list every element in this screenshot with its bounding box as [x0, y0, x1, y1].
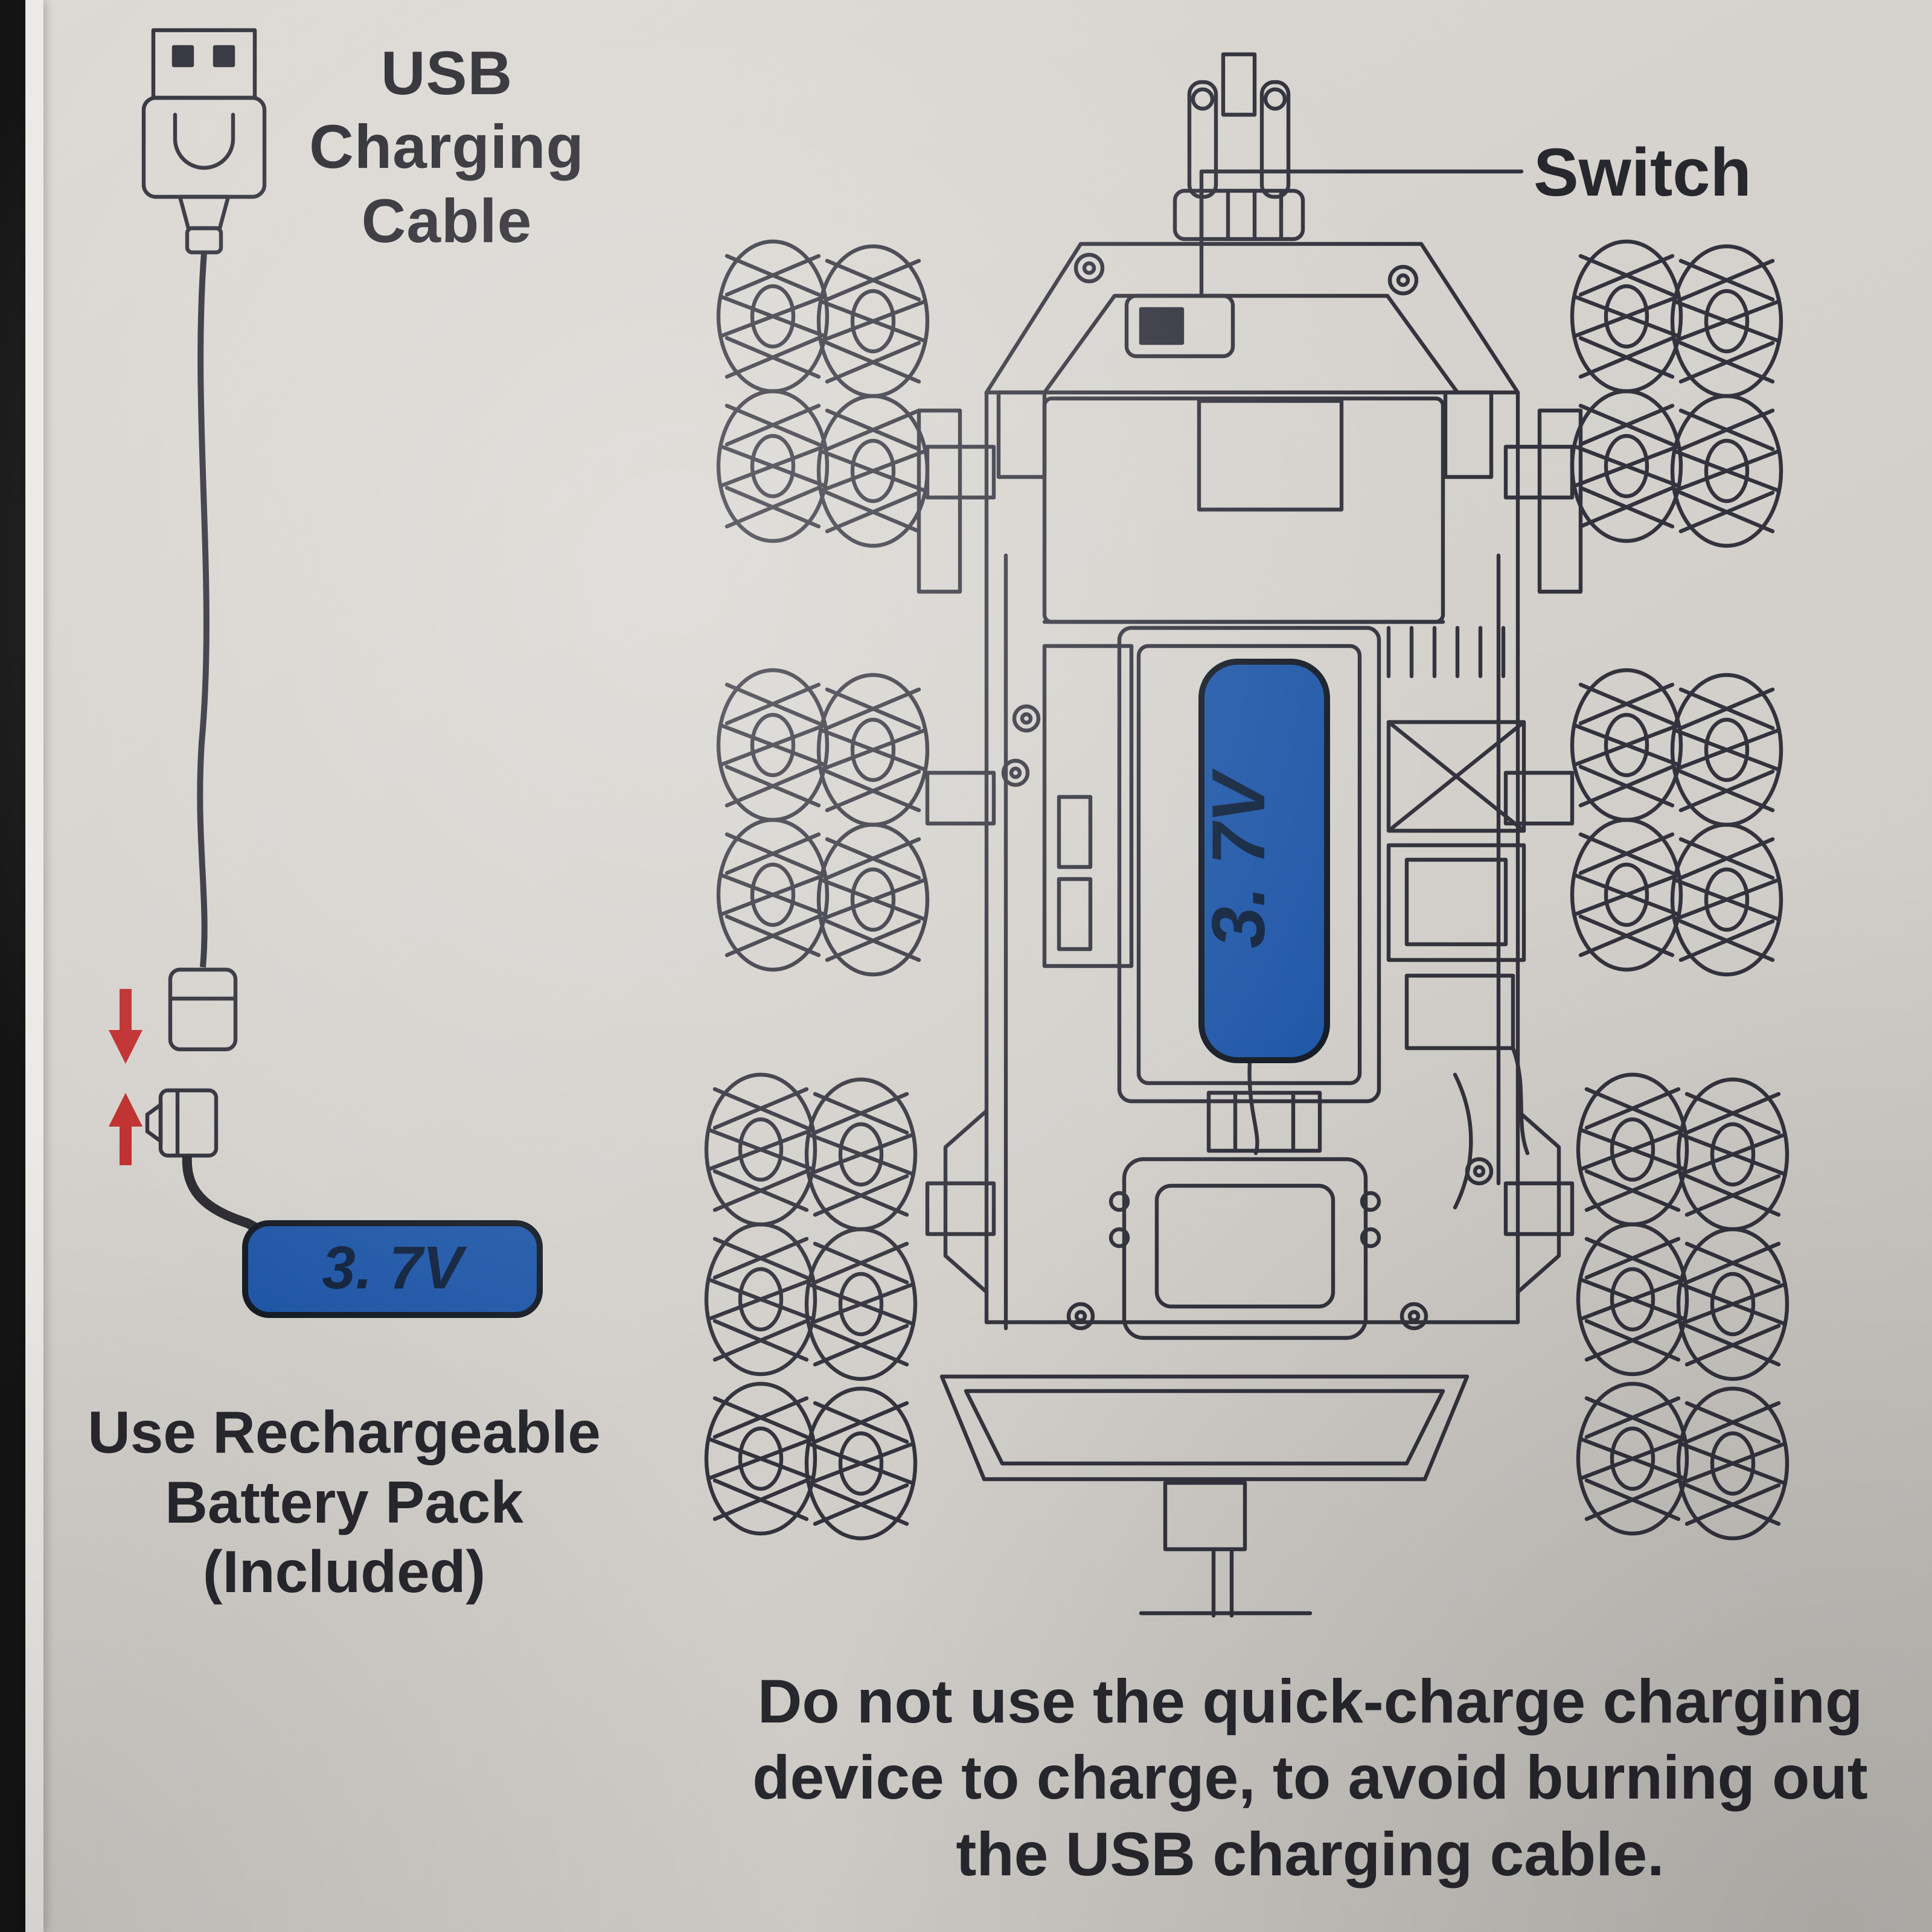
switch-component — [1124, 293, 1235, 359]
switch-leader-line — [1199, 169, 1524, 298]
battery-bay — [1117, 625, 1381, 1156]
car-line-art — [706, 52, 1787, 1618]
wheel-cluster-right-bottom — [1578, 1075, 1787, 1538]
car-battery: 3. 7V — [1197, 659, 1330, 1063]
warning-line3: the USB charging cable. — [956, 1819, 1665, 1889]
car-chassis — [943, 390, 1561, 1331]
gearbox — [1386, 720, 1530, 1210]
antenna-mast — [1172, 52, 1305, 242]
car-battery-label: 3. 7V — [1197, 768, 1281, 948]
usb-cable-title-line3: Cable — [361, 186, 533, 255]
warning-line2: device to charge, to avoid burning out — [752, 1743, 1868, 1812]
battery-wire — [182, 1155, 286, 1247]
warning-text: Do not use the quick-charge charging dev… — [682, 1663, 1932, 1892]
warning-line1: Do not use the quick-charge charging — [757, 1667, 1863, 1736]
battery-pack: 3. 7V — [242, 1220, 543, 1318]
wheel-cluster-left-bottom — [706, 1075, 915, 1538]
wheel-cluster-right-middle — [1572, 670, 1781, 974]
wheel-cluster-left-top — [718, 242, 927, 546]
battery-caption-line1: Use Rechargeable — [88, 1399, 601, 1465]
battery-caption-line2: Battery Pack — [165, 1468, 523, 1535]
cable-end-connector — [168, 967, 238, 1052]
wheel-cluster-left-middle — [718, 670, 927, 974]
battery-caption: Use Rechargeable Battery Pack (Included) — [30, 1398, 658, 1607]
page-left-edge — [0, 0, 25, 1932]
battery-plug-icon — [145, 1088, 219, 1158]
battery-pack-label: 3. 7V — [322, 1234, 467, 1302]
motor-box — [1066, 1157, 1428, 1340]
car-top-view-illustration: 3. 7V Switch — [682, 52, 1817, 1618]
switch-label: Switch — [1534, 135, 1751, 210]
rear-bumper — [939, 1374, 1470, 1618]
usb-cable-illustration: 3. 7V — [109, 28, 543, 1318]
down-arrow-icon — [109, 989, 142, 1064]
usb-cable-title-line2: Charging — [309, 112, 584, 182]
wheel-arms — [916, 408, 1583, 1236]
battery-caption-line3: (Included) — [202, 1538, 486, 1605]
car-hood — [984, 242, 1520, 479]
usb-connector-icon — [141, 28, 267, 255]
up-arrow-icon — [109, 1093, 142, 1165]
usb-cable-title-line1: USB — [380, 39, 513, 107]
wheel-cluster-right-top — [1572, 242, 1781, 546]
usb-cable-wire — [197, 252, 210, 968]
page-left-margin — [25, 0, 43, 1932]
usb-cable-title: USB Charging Cable — [254, 36, 640, 258]
